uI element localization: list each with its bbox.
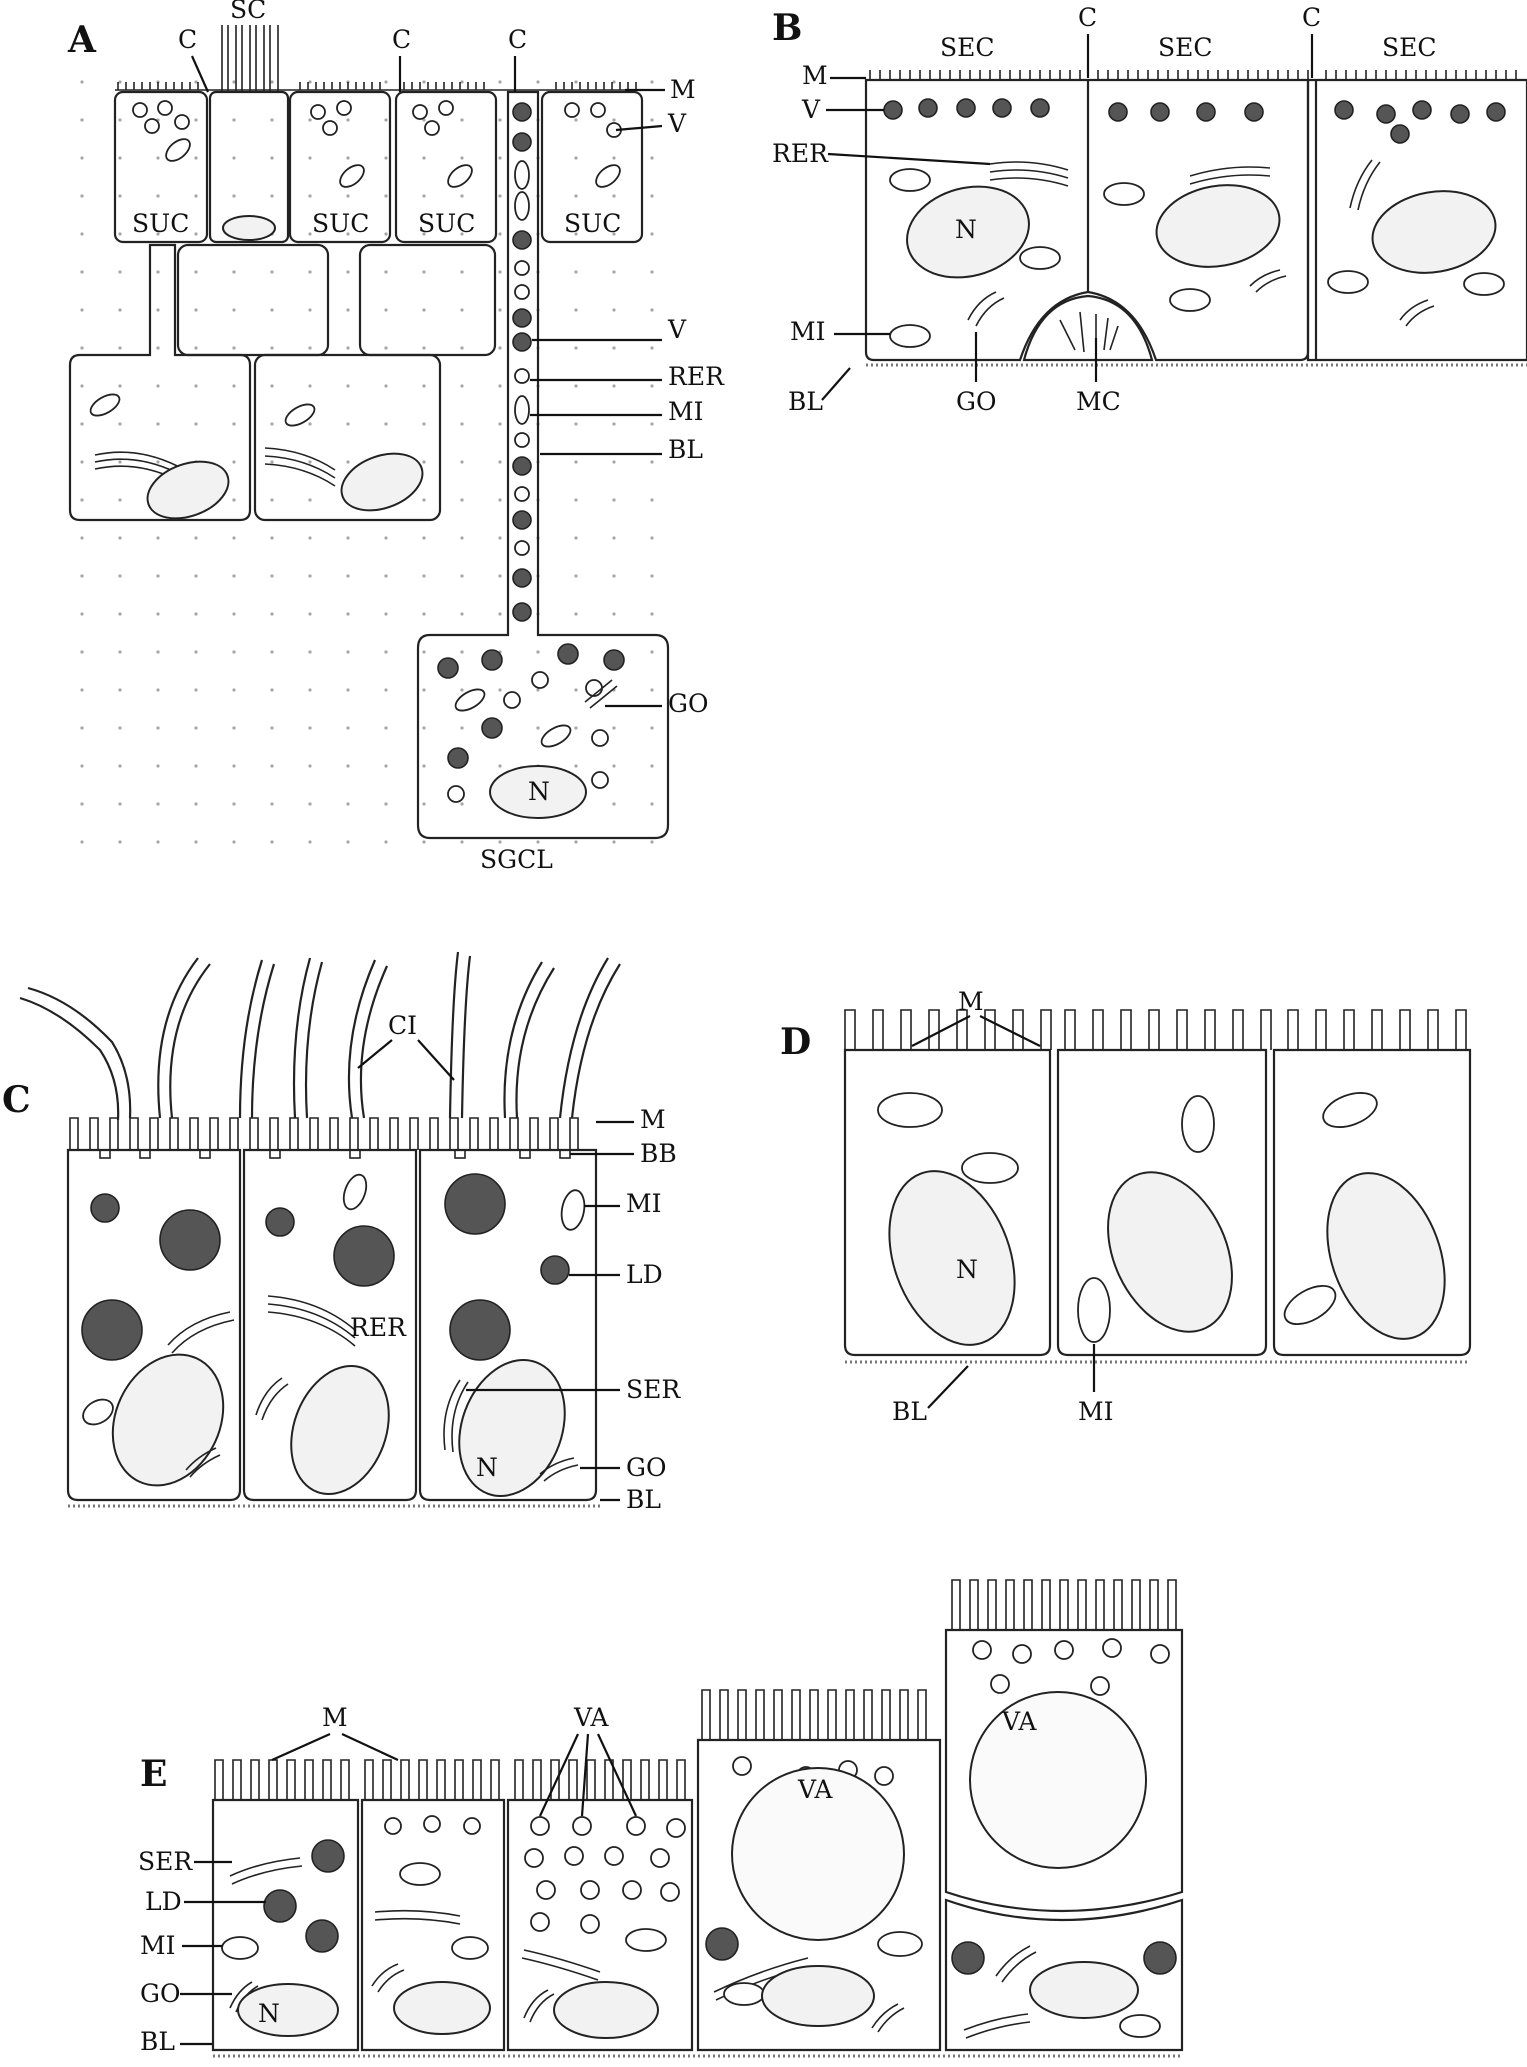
panel-c-label-rer: RER	[350, 1313, 407, 1342]
panel-b-label-sec-3: SEC	[1382, 33, 1437, 62]
panel-e-label-bl: BL	[140, 2027, 175, 2056]
panel-a-label-c-3: C	[508, 25, 527, 54]
panel-b-label-bl: BL	[788, 387, 823, 416]
panel-c-label-bb: BB	[640, 1139, 677, 1168]
panel-e-label-va-2: VA	[797, 1775, 833, 1804]
panel-b-letter: B	[772, 7, 802, 49]
panel-a-label-n: N	[528, 777, 550, 806]
panel-b-label-c-2: C	[1302, 3, 1321, 32]
panel-b-label-mc: MC	[1076, 387, 1121, 416]
panel-e-label-va-3: VA	[1001, 1707, 1037, 1736]
panel-b-label-rer: RER	[772, 139, 829, 168]
panel-b-label-mi: MI	[790, 317, 825, 346]
panel-d-label-bl: BL	[892, 1397, 927, 1426]
panel-c: C	[2, 952, 681, 1514]
panel-c-label-bl: BL	[626, 1485, 661, 1514]
panel-a-label-suc-2: SUC	[312, 209, 369, 238]
panel-a-label-go: GO	[668, 689, 708, 718]
panel-e-label-m: M	[322, 1703, 348, 1732]
panel-b-label-go: GO	[956, 387, 996, 416]
panel-b: B	[772, 3, 1527, 416]
panel-a-label-v-2: V	[667, 315, 687, 344]
panel-a-label-c-1: C	[178, 25, 197, 54]
panel-c-label-ser: SER	[626, 1375, 681, 1404]
panel-b-label-sec-1: SEC	[940, 33, 995, 62]
panel-b-label-n: N	[955, 215, 977, 244]
panel-e-label-mi: MI	[140, 1931, 175, 1960]
panel-a-letter: A	[67, 19, 97, 61]
panel-c-letter: C	[2, 1079, 31, 1121]
panel-d-label-n: N	[956, 1255, 978, 1284]
panel-c-label-ld: LD	[626, 1260, 663, 1289]
panel-a-label-suc-3: SUC	[418, 209, 475, 238]
panel-d: D M N BL MI	[780, 987, 1470, 1426]
panel-a-label-c-2: C	[392, 25, 411, 54]
panel-c-label-ci: CI	[388, 1011, 417, 1040]
panel-e-label-n: N	[258, 1999, 280, 2028]
panel-c-label-go: GO	[626, 1453, 666, 1482]
panel-e-label-va-1: VA	[573, 1703, 609, 1732]
panel-a-label-m: M	[670, 75, 696, 104]
panel-a-label-sc: SC	[230, 0, 266, 24]
panel-b-label-c-1: C	[1078, 3, 1097, 32]
panel-e-letter: E	[140, 1753, 167, 1795]
panel-c-label-m: M	[640, 1105, 666, 1134]
panel-a: A SUC SUC SUC SUC	[67, 0, 725, 874]
panel-b-label-m: M	[802, 61, 828, 90]
panel-a-label-mi: MI	[668, 397, 703, 426]
panel-a-label-sgcl: SGCL	[480, 845, 553, 874]
panel-d-label-m: M	[958, 987, 984, 1016]
panel-d-letter: D	[780, 1021, 811, 1063]
panel-c-label-mi: MI	[626, 1189, 661, 1218]
panel-e-label-go: GO	[140, 1979, 180, 2008]
panel-e: E	[138, 1580, 1182, 2056]
panel-a-label-suc-4: SUC	[564, 209, 621, 238]
panel-a-label-bl: BL	[668, 435, 703, 464]
panel-d-label-mi: MI	[1078, 1397, 1113, 1426]
panel-c-label-n: N	[476, 1453, 498, 1482]
panel-b-label-sec-2: SEC	[1158, 33, 1213, 62]
panel-a-label-suc-1: SUC	[132, 209, 189, 238]
panel-e-label-ld: LD	[145, 1887, 182, 1916]
panel-b-label-v: V	[801, 95, 821, 124]
panel-e-label-ser: SER	[138, 1847, 193, 1876]
panel-a-label-v-1: V	[667, 109, 687, 138]
panel-a-label-rer: RER	[668, 362, 725, 391]
